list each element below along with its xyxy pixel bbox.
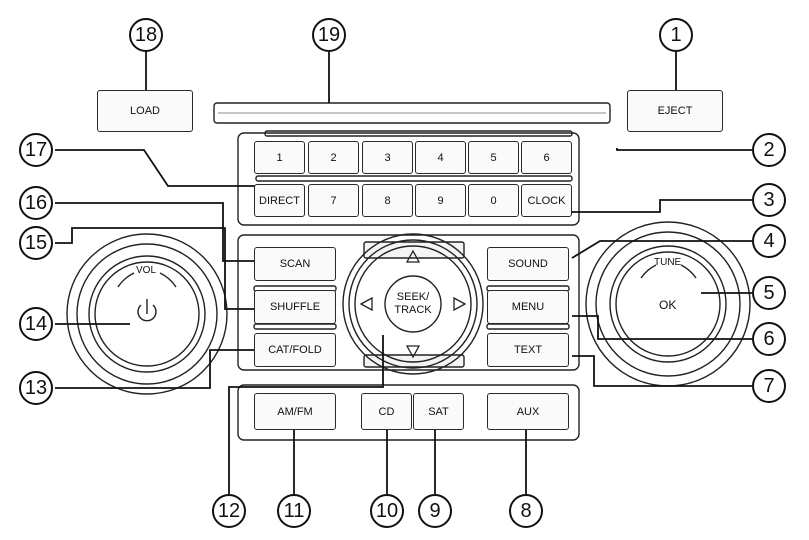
preset-4-button[interactable]: 4 [415, 141, 466, 174]
sound-button[interactable]: SOUND [487, 247, 569, 281]
tune-knob[interactable] [616, 252, 720, 356]
ok-label: OK [659, 298, 677, 312]
tune-knob-inner [615, 251, 721, 357]
shuffle-button[interactable]: SHUFFLE [254, 290, 336, 324]
preset-9-button[interactable]: 9 [415, 184, 466, 217]
volume-knob-label: VOL [136, 265, 157, 276]
callout-15: 15 [19, 226, 53, 260]
load-button[interactable]: LOAD [97, 90, 193, 132]
callout-7: 7 [752, 369, 786, 403]
preset-6-button[interactable]: 6 [521, 141, 572, 174]
cat-fold-button[interactable]: CAT/FOLD [254, 333, 336, 367]
callout-8: 8 [509, 494, 543, 528]
callout-4: 4 [752, 224, 786, 258]
tune-knob-label: TUNE [654, 257, 682, 268]
scan-button[interactable]: SCAN [254, 247, 336, 281]
am-fm-button[interactable]: AM/FM [254, 393, 336, 430]
callout-5: 5 [752, 276, 786, 310]
eject-button[interactable]: EJECT [627, 90, 723, 132]
callout-19: 19 [312, 18, 346, 52]
clock-button[interactable]: CLOCK [521, 184, 572, 217]
seek-track-label-line2: TRACK [394, 304, 432, 316]
callout-17: 17 [19, 133, 53, 167]
preset-5-button[interactable]: 5 [468, 141, 519, 174]
callout-1: 1 [659, 18, 693, 52]
preset-8-button[interactable]: 8 [362, 184, 413, 217]
seek-track-button[interactable]: SEEK/ TRACK [385, 291, 441, 317]
callout-16: 16 [19, 186, 53, 220]
seek-track-label-line1: SEEK/ [396, 291, 430, 303]
direct-button[interactable]: DIRECT [254, 184, 305, 217]
preset-0-button[interactable]: 0 [468, 184, 519, 217]
callout-10: 10 [370, 494, 404, 528]
volume-knob-inner [94, 261, 200, 367]
triangle-right-icon [453, 296, 467, 312]
preset-3-button[interactable]: 3 [362, 141, 413, 174]
function-panel [237, 234, 580, 371]
seek-pad-outer [342, 233, 484, 375]
triangle-down-icon [405, 345, 421, 359]
triangle-up-icon [405, 249, 421, 263]
preset-7-button[interactable]: 7 [308, 184, 359, 217]
callout-6: 6 [752, 322, 786, 356]
callout-3: 3 [752, 183, 786, 217]
cd-slot [213, 102, 611, 124]
triangle-left-icon [359, 296, 373, 312]
source-panel [237, 384, 580, 441]
callout-12: 12 [212, 494, 246, 528]
callout-11: 11 [277, 494, 311, 528]
menu-button[interactable]: MENU [487, 290, 569, 324]
volume-knob-outer [66, 233, 228, 395]
callout-9: 9 [418, 494, 452, 528]
callout-2: 2 [752, 133, 786, 167]
aux-button[interactable]: AUX [487, 393, 569, 430]
callout-14: 14 [19, 307, 53, 341]
cd-button[interactable]: CD [361, 393, 412, 430]
preset-panel [237, 132, 580, 226]
preset-1-button[interactable]: 1 [254, 141, 305, 174]
callout-13: 13 [19, 371, 53, 405]
preset-2-button[interactable]: 2 [308, 141, 359, 174]
volume-knob[interactable] [95, 262, 199, 366]
text-button[interactable]: TEXT [487, 333, 569, 367]
power-icon [137, 299, 157, 322]
callout-18: 18 [129, 18, 163, 52]
sat-button[interactable]: SAT [413, 393, 464, 430]
